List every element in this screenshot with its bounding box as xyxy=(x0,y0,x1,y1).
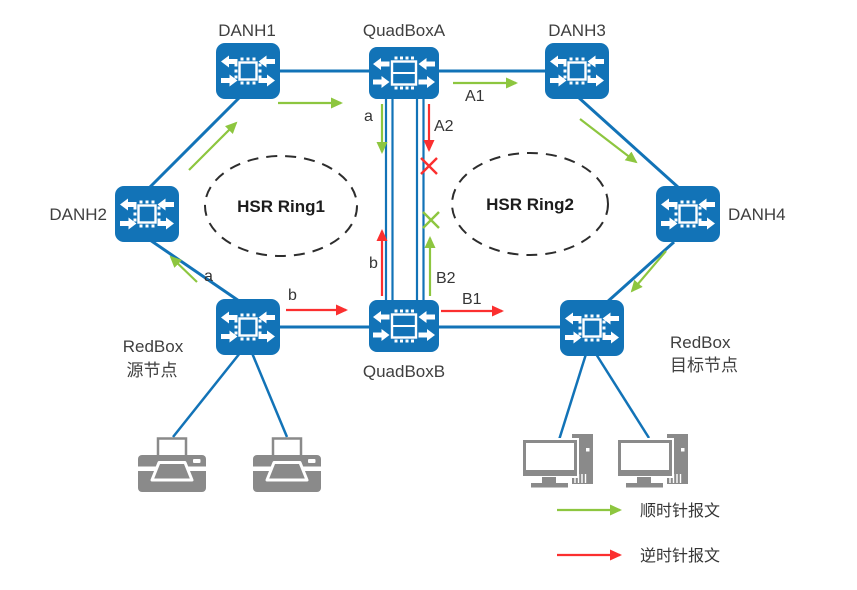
node-label: DANH3 xyxy=(548,21,606,40)
switch-icon xyxy=(545,43,609,99)
link-danh3-danh4 xyxy=(576,95,681,190)
green-break-x-icon xyxy=(422,211,440,229)
node-redbox-source: RedBox 源节点 xyxy=(123,299,280,380)
node-redbox-target: RedBox 目标节点 xyxy=(560,300,738,375)
node-label: DANH4 xyxy=(728,205,786,224)
legend-clockwise-label: 顺时针报文 xyxy=(640,502,720,520)
hsr-ring2: HSR Ring2 xyxy=(451,152,609,256)
link-redbox-source-printer2 xyxy=(250,352,289,438)
ring1-label: HSR Ring1 xyxy=(237,197,325,216)
flow-label-b1: B1 xyxy=(462,291,482,308)
green-arrow-danh2-danh1 xyxy=(188,121,238,171)
red-break-x-icon xyxy=(420,157,438,175)
switch-icon xyxy=(216,299,280,355)
counterclockwise-flow-arrows xyxy=(286,104,504,317)
legend: 顺时针报文 逆时针报文 xyxy=(557,502,720,565)
switch-icon xyxy=(369,47,439,99)
flow-label-b-horizontal: b xyxy=(288,287,297,304)
node-label: DANH2 xyxy=(49,205,107,224)
ring1-ellipse xyxy=(204,155,358,257)
ring2-ellipse xyxy=(451,152,609,256)
printer-icon xyxy=(138,437,206,493)
node-danh4: DANH4 xyxy=(656,186,786,242)
flow-label-a1: A1 xyxy=(465,88,485,105)
green-arrow-redbox-danh2 xyxy=(169,255,198,283)
link-quadboxa-quadboxb-left xyxy=(384,96,394,301)
node-danh2: DANH2 xyxy=(49,186,179,242)
switch-icon xyxy=(656,186,720,242)
legend-counterclockwise-label: 逆时针报文 xyxy=(640,547,720,565)
node-danh3: DANH3 xyxy=(545,21,609,99)
ring2-label: HSR Ring2 xyxy=(486,195,574,214)
node-label: RedBox xyxy=(670,333,731,352)
computer-icon xyxy=(522,434,594,488)
green-arrow-danh4-redbox xyxy=(630,250,667,293)
switch-icon xyxy=(216,43,280,99)
node-quadboxb: QuadBoxB xyxy=(363,300,445,381)
switch-icon xyxy=(369,300,439,352)
flow-label-a-vertical: a xyxy=(364,108,373,125)
flow-labels: a a b b A1 A2 B1 B2 xyxy=(204,88,485,308)
node-label: QuadBoxB xyxy=(363,362,445,381)
node-label: DANH1 xyxy=(218,21,276,40)
link-redbox-source-printer1 xyxy=(172,352,241,438)
node-quadboxa: QuadBoxA xyxy=(363,21,446,99)
node-label: QuadBoxA xyxy=(363,21,446,40)
node-danh1: DANH1 xyxy=(216,21,280,99)
flow-label-b2: B2 xyxy=(436,270,456,287)
network-links xyxy=(147,69,681,441)
node-label: RedBox xyxy=(123,337,184,356)
switch-icon xyxy=(560,300,624,356)
printer-icon xyxy=(253,437,321,493)
flow-label-b-vertical: b xyxy=(369,255,378,272)
flow-label-a-diagonal: a xyxy=(204,268,213,285)
green-arrow-danh3-danh4 xyxy=(579,118,638,164)
switch-icon xyxy=(115,186,179,242)
clockwise-flow-arrows xyxy=(169,77,667,296)
hsr-ring1: HSR Ring1 xyxy=(204,155,358,257)
link-redbox-target-computer1 xyxy=(557,353,588,441)
flow-label-a2: A2 xyxy=(434,118,454,135)
end-devices xyxy=(138,434,689,493)
link-redbox-target-danh4 xyxy=(604,240,676,305)
link-danh2-redbox-source xyxy=(149,238,243,305)
node-role-label: 源节点 xyxy=(127,361,178,380)
node-role-label: 目标节点 xyxy=(670,356,738,375)
link-quadboxa-quadboxb-right xyxy=(415,96,425,301)
link-redbox-target-computer2 xyxy=(594,353,651,439)
link-danh1-danh2 xyxy=(147,95,242,190)
computer-icon xyxy=(617,434,689,488)
